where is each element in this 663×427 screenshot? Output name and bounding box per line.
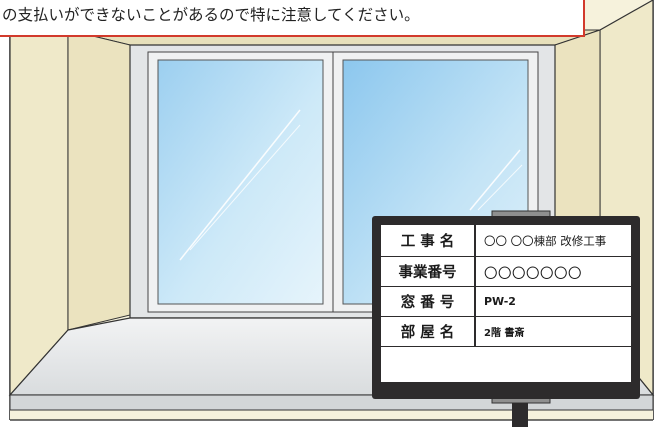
reflection-line-4: [477, 164, 523, 211]
construction-signboard: 工 事 名 〇〇 〇〇棟部 改修工事 事業番号 〇〇〇〇〇〇〇 窓 番 号 PW…: [372, 216, 640, 399]
room-name-value: 2階 書斎: [484, 328, 525, 339]
notice-banner: の支払いができないことがあるので特に注意してください。: [0, 0, 585, 37]
reflection-line-1: [179, 109, 301, 261]
signboard-row-window-number: 窓 番 号 PW-2: [381, 287, 631, 317]
signboard-row-project-number: 事業番号 〇〇〇〇〇〇〇: [381, 257, 631, 287]
left-reveal: [9, 0, 69, 397]
signboard-row-room-name: 部 屋 名 2階 書斎: [381, 317, 631, 347]
signboard-panel: 工 事 名 〇〇 〇〇棟部 改修工事 事業番号 〇〇〇〇〇〇〇 窓 番 号 PW…: [381, 225, 631, 382]
project-number-value: 〇〇〇〇〇〇〇: [484, 265, 582, 282]
signboard-row-project-name: 工 事 名 〇〇 〇〇棟部 改修工事: [381, 225, 631, 257]
project-name-label: 工 事 名: [381, 225, 476, 256]
project-number-label: 事業番号: [381, 257, 476, 286]
inner-left-side: [67, 29, 131, 331]
window-number-value: PW-2: [484, 295, 516, 308]
room-name-label: 部 屋 名: [381, 317, 476, 346]
left-glass: [157, 59, 324, 305]
reflection-line-3: [469, 149, 521, 211]
board-pole: [512, 403, 528, 427]
reflection-line-2: [189, 124, 301, 251]
project-name-value: 〇〇 〇〇棟部 改修工事: [484, 233, 607, 248]
notice-text: の支払いができないことがあるので特に注意してください。: [2, 6, 420, 24]
signboard-blank-area: [381, 347, 631, 382]
window-number-label: 窓 番 号: [381, 287, 476, 316]
